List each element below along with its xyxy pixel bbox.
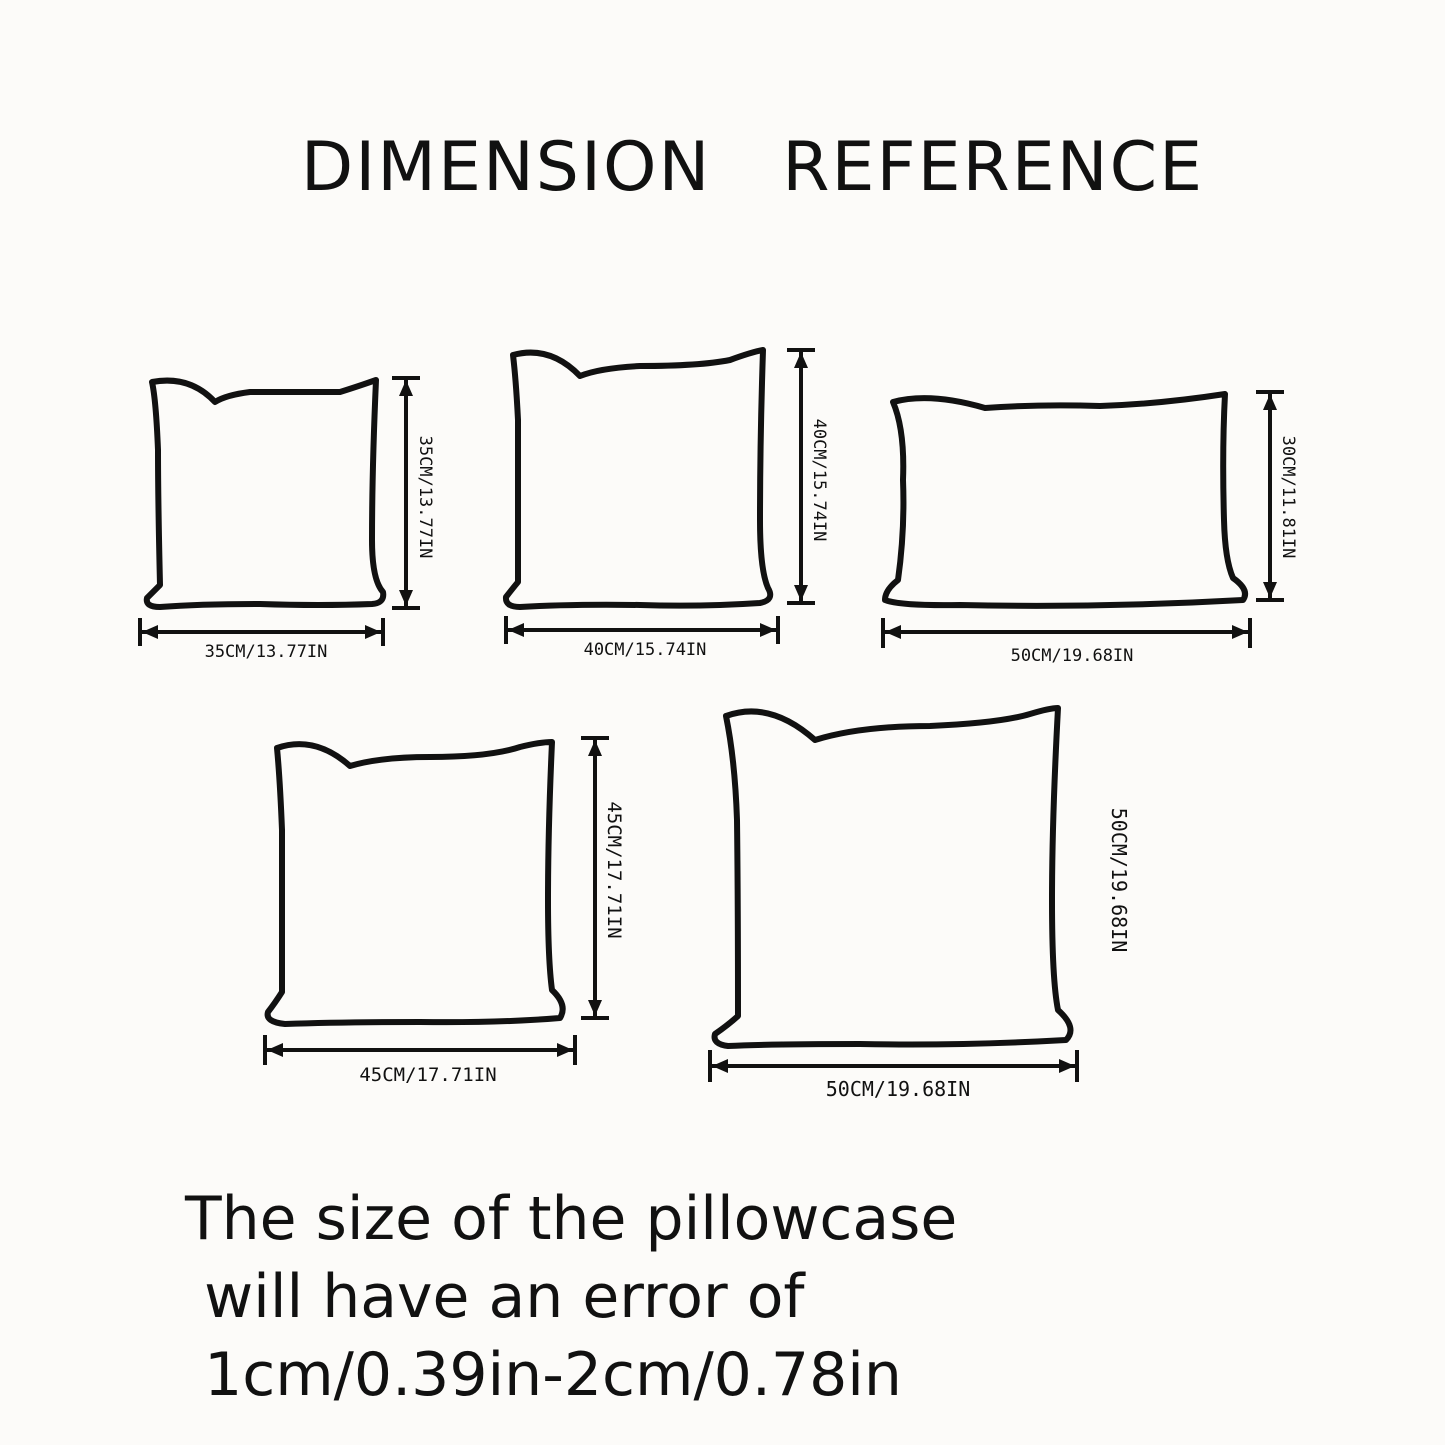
width-label: 45CM/17.71IN	[359, 1064, 496, 1086]
height-label: 45CM/17.71IN	[603, 801, 625, 938]
pillow-outline	[264, 739, 566, 1027]
width-label: 50CM/19.68IN	[826, 1077, 971, 1101]
pillow-50x30: 50CM/19.68IN 30CM/11.81IN	[881, 390, 1298, 666]
pillow-40: 40CM/15.74IN 40CM/15.74IN	[502, 347, 829, 660]
height-label: 30CM/11.81IN	[1278, 436, 1298, 559]
size-error-note: The size of the pillowcase will have an …	[185, 1180, 957, 1414]
pillow-50: 50CM/19.68IN 50CM/19.68IN	[708, 705, 1131, 1101]
height-label: 50CM/19.68IN	[1107, 808, 1131, 953]
width-label: 40CM/15.74IN	[584, 640, 707, 660]
pillow-35: 35CM/13.77IN 35CM/13.77IN	[138, 376, 435, 662]
pillow-outline	[143, 377, 387, 610]
pillow-outline	[711, 705, 1074, 1049]
note-line-3: 1cm/0.39in-2cm/0.78in	[185, 1340, 902, 1410]
width-label: 50CM/19.68IN	[1011, 646, 1134, 666]
pillow-outline	[502, 347, 774, 610]
diagram-title: DIMENSION REFERENCE	[300, 128, 1205, 207]
height-label: 40CM/15.74IN	[809, 419, 829, 542]
note-line-2: will have an error of	[185, 1262, 805, 1332]
pillow-outline	[882, 391, 1248, 609]
note-line-1: The size of the pillowcase	[185, 1184, 958, 1254]
width-label: 35CM/13.77IN	[205, 642, 328, 662]
pillow-45: 45CM/17.71IN 45CM/17.71IN	[263, 736, 625, 1086]
height-label: 35CM/13.77IN	[415, 436, 435, 559]
